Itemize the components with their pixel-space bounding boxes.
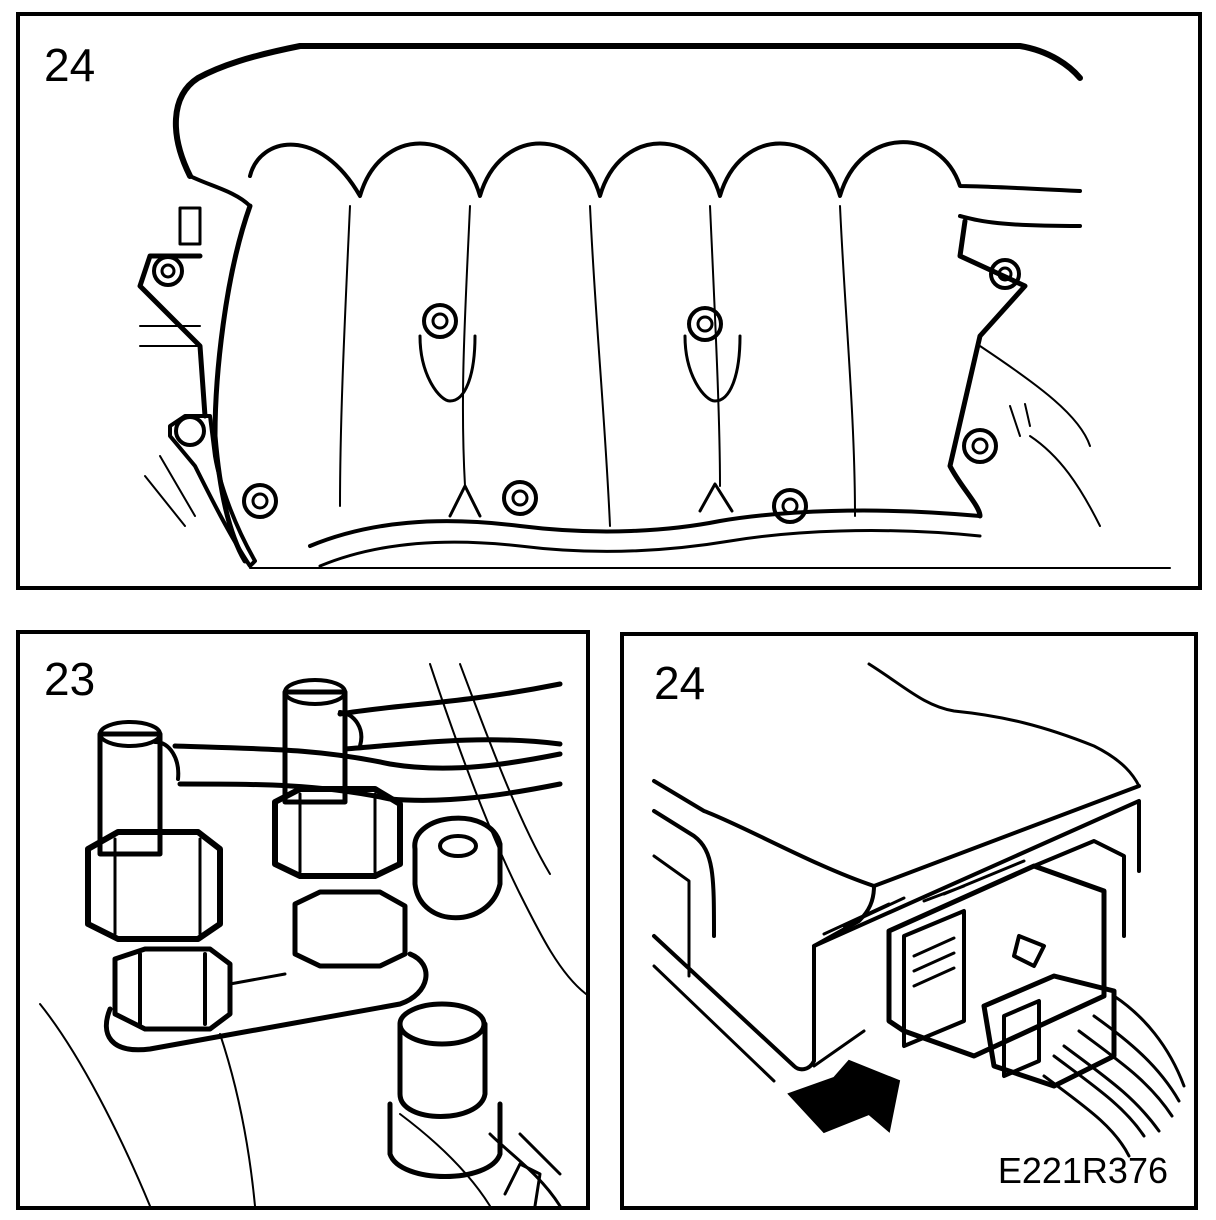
control-module-connector-panel: 24 E221R376 [620, 632, 1198, 1210]
step-number: 24 [44, 39, 96, 91]
control-module-connector-illustration [652, 662, 1186, 1158]
figure-reference-code: E221R376 [997, 1150, 1168, 1191]
step-number: 24 [654, 657, 706, 709]
fuel-line-unions-illustration [39, 663, 586, 1206]
pull-direction-arrow [787, 1059, 901, 1134]
intake-manifold-illustration [137, 43, 1171, 569]
intake-manifold-panel: 24 [16, 12, 1202, 590]
step-number: 23 [44, 653, 96, 705]
fuel-line-unions-panel: 23 [16, 630, 590, 1210]
